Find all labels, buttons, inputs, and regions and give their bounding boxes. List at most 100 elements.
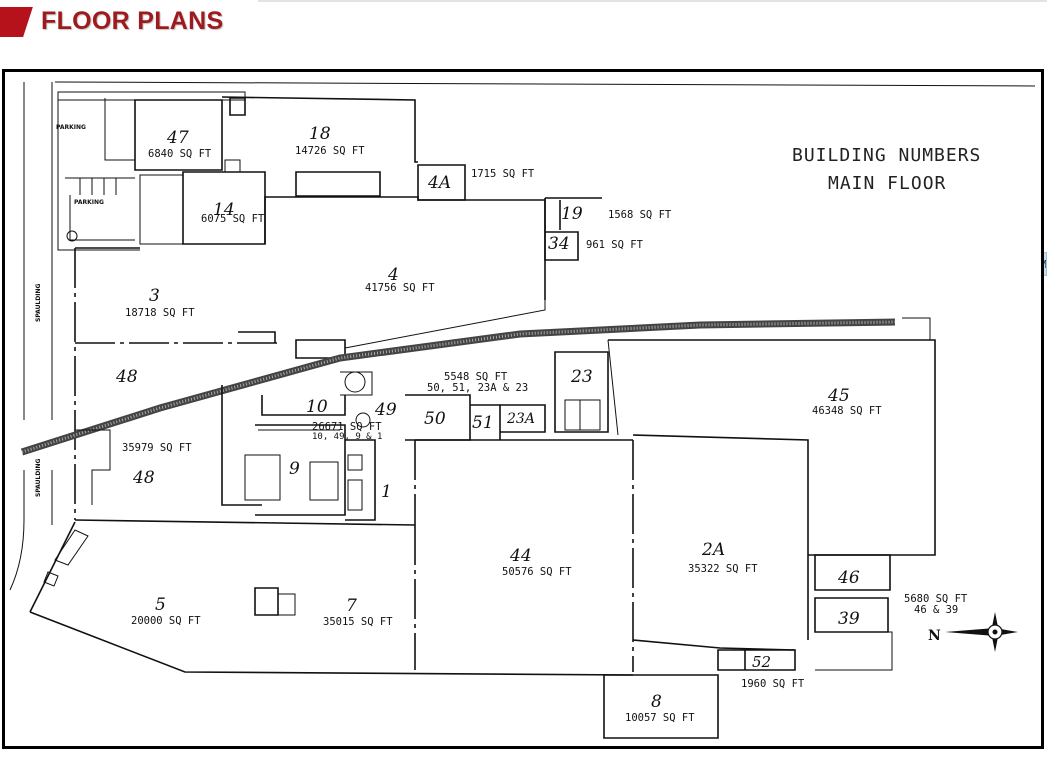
building-39-number: 39 <box>838 609 860 629</box>
rail-ties <box>21 320 896 454</box>
building-4-outline <box>264 196 546 300</box>
connector-47-14 <box>224 159 241 173</box>
page-header: FLOOR PLANS <box>0 0 1047 50</box>
building-44-number: 44 <box>509 546 532 566</box>
building-7-area: 35015 SQ FT <box>323 616 393 628</box>
group-46-area: 5680 SQ FT <box>904 593 968 605</box>
building-2a-number: 2A <box>701 540 725 560</box>
building-5-number: 5 <box>155 595 166 615</box>
building-19-area: 1568 SQ FT <box>608 209 672 221</box>
building-23a-number: 23A <box>506 411 535 427</box>
building-48-number-north: 48 <box>115 367 138 387</box>
building-10-number: 10 <box>306 397 328 417</box>
building-5-dock <box>43 529 89 587</box>
building-4a-area: 1715 SQ FT <box>471 168 535 180</box>
building-1-number: 1 <box>381 482 392 502</box>
building-9-rooms <box>244 429 340 501</box>
building-45-corner <box>902 317 931 340</box>
building-23a-outline <box>500 404 546 433</box>
building-5-area: 20000 SQ FT <box>131 615 201 627</box>
legend-line-2: MAIN FLOOR <box>828 173 946 194</box>
building-3-area: 18718 SQ FT <box>125 307 195 319</box>
building-47-number: 47 <box>166 128 189 148</box>
building-18-outline <box>221 96 418 163</box>
compass-rose-icon <box>945 612 1018 652</box>
building-46-number: 46 <box>837 568 860 588</box>
tank-10 <box>344 371 366 393</box>
building-47-outline <box>134 99 223 171</box>
plan-top-border <box>54 81 1036 87</box>
building-48-number-south: 48 <box>132 468 155 488</box>
building-2a-outline <box>632 434 809 640</box>
street-spaulding-lower <box>9 470 53 591</box>
building-14-number: 14 <box>213 200 235 220</box>
building-45-area: 46348 SQ FT <box>812 405 882 417</box>
street-label-lower: SPAULDING <box>35 458 42 497</box>
building-9-outline <box>255 424 346 516</box>
building-45-west-wall <box>607 339 619 436</box>
building-23-number: 23 <box>570 367 593 387</box>
group-10-area: 26671 SQ FT <box>312 421 382 433</box>
building-18-area: 14726 SQ FT <box>295 145 365 157</box>
building-34-number: 34 <box>548 234 570 254</box>
building-9-number: 9 <box>289 459 300 479</box>
street-spaulding-upper <box>23 82 53 420</box>
building-3-number: 3 <box>149 286 160 306</box>
compass-north-label: N <box>928 628 941 644</box>
building-50-number: 50 <box>424 409 446 429</box>
building-2a-area: 35322 SQ FT <box>688 563 758 575</box>
group-46-subtitle: 46 & 39 <box>914 604 958 616</box>
building-46-outline <box>814 554 891 591</box>
group-50-area: 5548 SQ FT <box>444 371 508 383</box>
parking-label-1: PARKING <box>56 124 86 131</box>
parking-area <box>57 91 246 251</box>
building-4-number: 4 <box>387 265 399 285</box>
building-19-number: 19 <box>561 204 583 224</box>
building-14-area: 6075 SQ FT <box>201 213 265 225</box>
building-8-area: 10057 SQ FT <box>625 712 695 724</box>
building-8-number: 8 <box>651 692 662 712</box>
building-8-outline <box>603 674 719 739</box>
dock-3 <box>238 331 276 343</box>
tank-49 <box>355 412 371 428</box>
building-52-outline <box>717 649 796 671</box>
building-44-area: 50576 SQ FT <box>502 566 572 578</box>
building-4-area: 41756 SQ FT <box>365 282 435 294</box>
header-rule <box>258 0 1047 2</box>
building-23-rooms <box>564 399 601 431</box>
street-label-upper: SPAULDING <box>35 283 42 322</box>
building-45-number: 45 <box>827 386 850 406</box>
building-18-dock <box>295 171 381 197</box>
building-48-west-detail <box>75 429 111 505</box>
building-7-number: 7 <box>346 596 357 616</box>
building-1-rooms <box>347 454 363 511</box>
building-39-annex <box>815 631 893 671</box>
floor-plan-frame <box>2 69 1044 749</box>
parking-label-2: PARKING <box>74 199 104 206</box>
building-4a-number: 4A <box>427 173 451 193</box>
group-10-subtitle: 10, 49, 9 & 1 <box>312 432 382 442</box>
building-47-area: 6840 SQ FT <box>148 148 212 160</box>
building-52-area: 1960 SQ FT <box>741 678 805 690</box>
stair-47 <box>229 97 246 116</box>
building-2a-south-wall <box>632 639 796 651</box>
building-48-area: 35979 SQ FT <box>122 442 192 454</box>
building-1-west <box>345 439 376 521</box>
building-7-core <box>254 587 279 616</box>
annex-14 <box>139 174 184 245</box>
page-title: FLOOR PLANS <box>41 7 224 35</box>
building-49-number: 49 <box>374 400 397 420</box>
building-10-annex <box>340 371 373 396</box>
building-48-south-wall <box>74 519 416 526</box>
building-51-number: 51 <box>472 413 494 433</box>
building-48-east-wall <box>221 385 262 506</box>
building-5-7-south-wall <box>29 521 634 676</box>
building-18-number: 18 <box>309 124 331 144</box>
building-52-number: 52 <box>752 653 771 671</box>
group-50-subtitle: 50, 51, 23A & 23 <box>427 382 528 394</box>
building-7-core-annex <box>278 593 296 616</box>
building-10-outline <box>261 395 346 416</box>
building-45-outline <box>608 339 936 556</box>
legend-line-1: BUILDING NUMBERS <box>792 145 981 166</box>
